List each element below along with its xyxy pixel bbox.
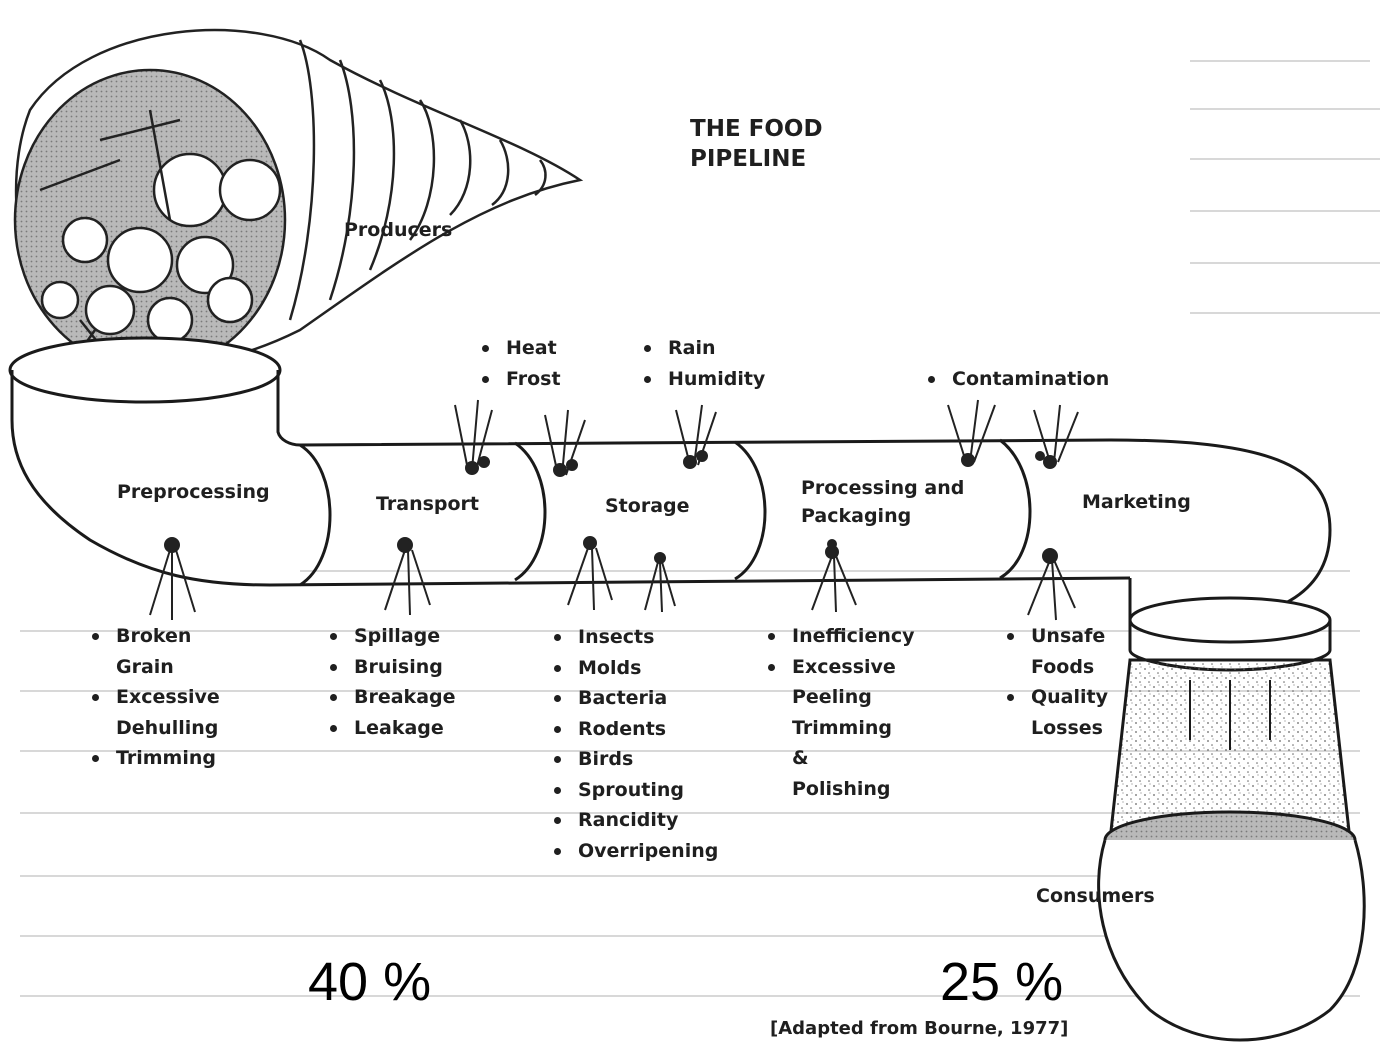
stage-processing-and-packaging: Processing and Packaging (801, 474, 964, 530)
env-factor-item: Humidity (640, 364, 765, 395)
percentage-right: 25 % (940, 952, 1064, 1012)
env-factor-item: Rain (640, 333, 765, 364)
stage-storage: Storage (605, 495, 690, 517)
spray-storage-1 (567, 536, 613, 611)
loss-cause-item: Molds (550, 653, 718, 684)
title-line-1: THE FOOD (690, 116, 823, 142)
env-factor-item: Frost (478, 364, 561, 395)
spray-processing (811, 539, 857, 613)
loss-cause-item: Overripening (550, 836, 718, 867)
loss-cause-item: Rancidity (550, 805, 718, 836)
env-factor-item: Contamination (924, 364, 1109, 395)
loss-cause-item: Breakage (326, 682, 456, 713)
loss-cause-item-cont: Peeling (792, 686, 872, 708)
loss-cause-item: Sprouting (550, 775, 718, 806)
loss-cause-item: Birds (550, 744, 718, 775)
loss-causes-transport: Spillage Bruising Breakage Leakage (326, 621, 456, 743)
env-factor-item: Heat (478, 333, 561, 364)
spray-contamination-2 (1033, 404, 1079, 469)
loss-cause-item: Leakage (326, 713, 456, 744)
loss-cause-item-cont: Foods (1031, 655, 1095, 678)
loss-cause-item-cont: Grain (116, 655, 174, 678)
producers-label: Producers (344, 219, 453, 241)
cornucopia-illustration (13, 28, 584, 381)
loss-cause-item: Excessive (764, 652, 915, 683)
spray-transport (384, 537, 431, 616)
loss-causes-preprocessing: Broken Grain Excessive Dehulling Trimmin… (88, 621, 220, 774)
source-citation: [Adapted from Bourne, 1977] (770, 1018, 1069, 1039)
loss-cause-item-cont: Losses (1031, 716, 1103, 739)
loss-cause-item: Insects (550, 622, 718, 653)
loss-cause-item: Excessive (88, 682, 220, 713)
environmental-sprays (454, 399, 1079, 477)
loss-cause-item: Quality (1003, 682, 1108, 713)
spray-heat-frost-1 (454, 399, 493, 475)
spray-rain-humidity (675, 404, 717, 469)
loss-cause-item-cont: Polishing (792, 777, 891, 800)
title-line-2: PIPELINE (690, 146, 807, 172)
loss-cause-item: Rodents (550, 714, 718, 745)
loss-cause-item: Spillage (326, 621, 456, 652)
loss-cause-item-cont: & (792, 747, 809, 769)
loss-causes-storage: Insects Molds Bacteria Rodents Birds Spr… (550, 622, 718, 866)
spray-storage-2 (644, 552, 676, 613)
env-factors-heat-frost: Heat Frost (478, 333, 561, 394)
percentage-left: 40 % (308, 952, 432, 1012)
loss-cause-item: Unsafe (1003, 621, 1108, 652)
spray-preprocessing (149, 537, 196, 620)
stage-marketing: Marketing (1082, 491, 1191, 513)
diagram-title: THE FOOD PIPELINE (690, 114, 823, 174)
spray-marketing (1027, 548, 1076, 621)
pipeline (8, 336, 1332, 672)
loss-cause-item: Trimming (88, 743, 220, 774)
stage-processing-line-2: Packaging (801, 505, 912, 527)
stage-processing-line-1: Processing and (801, 477, 965, 499)
loss-cause-item: Bacteria (550, 683, 718, 714)
env-factors-rain-humidity: Rain Humidity (640, 333, 765, 394)
loss-cause-item: Broken (88, 621, 220, 652)
loss-causes-marketing: Unsafe Foods Quality Losses (1003, 621, 1108, 743)
stage-transport: Transport (376, 493, 480, 515)
loss-causes-processing: Inefficiency Excessive Peeling Trimming … (764, 621, 915, 804)
spray-contamination-1 (947, 399, 996, 467)
loss-cause-item-cont: Dehulling (116, 716, 219, 739)
loss-cause-item: Bruising (326, 652, 456, 683)
loss-sprays (149, 536, 1076, 621)
spray-heat-frost-2 (544, 409, 586, 477)
loss-cause-item: Inefficiency (764, 621, 915, 652)
stage-preprocessing: Preprocessing (117, 481, 270, 503)
consumers-bowl-illustration (1097, 658, 1366, 1042)
loss-cause-item-cont: Trimming (792, 716, 892, 739)
env-factors-contamination: Contamination (924, 364, 1109, 395)
consumers-label: Consumers (1036, 885, 1155, 907)
